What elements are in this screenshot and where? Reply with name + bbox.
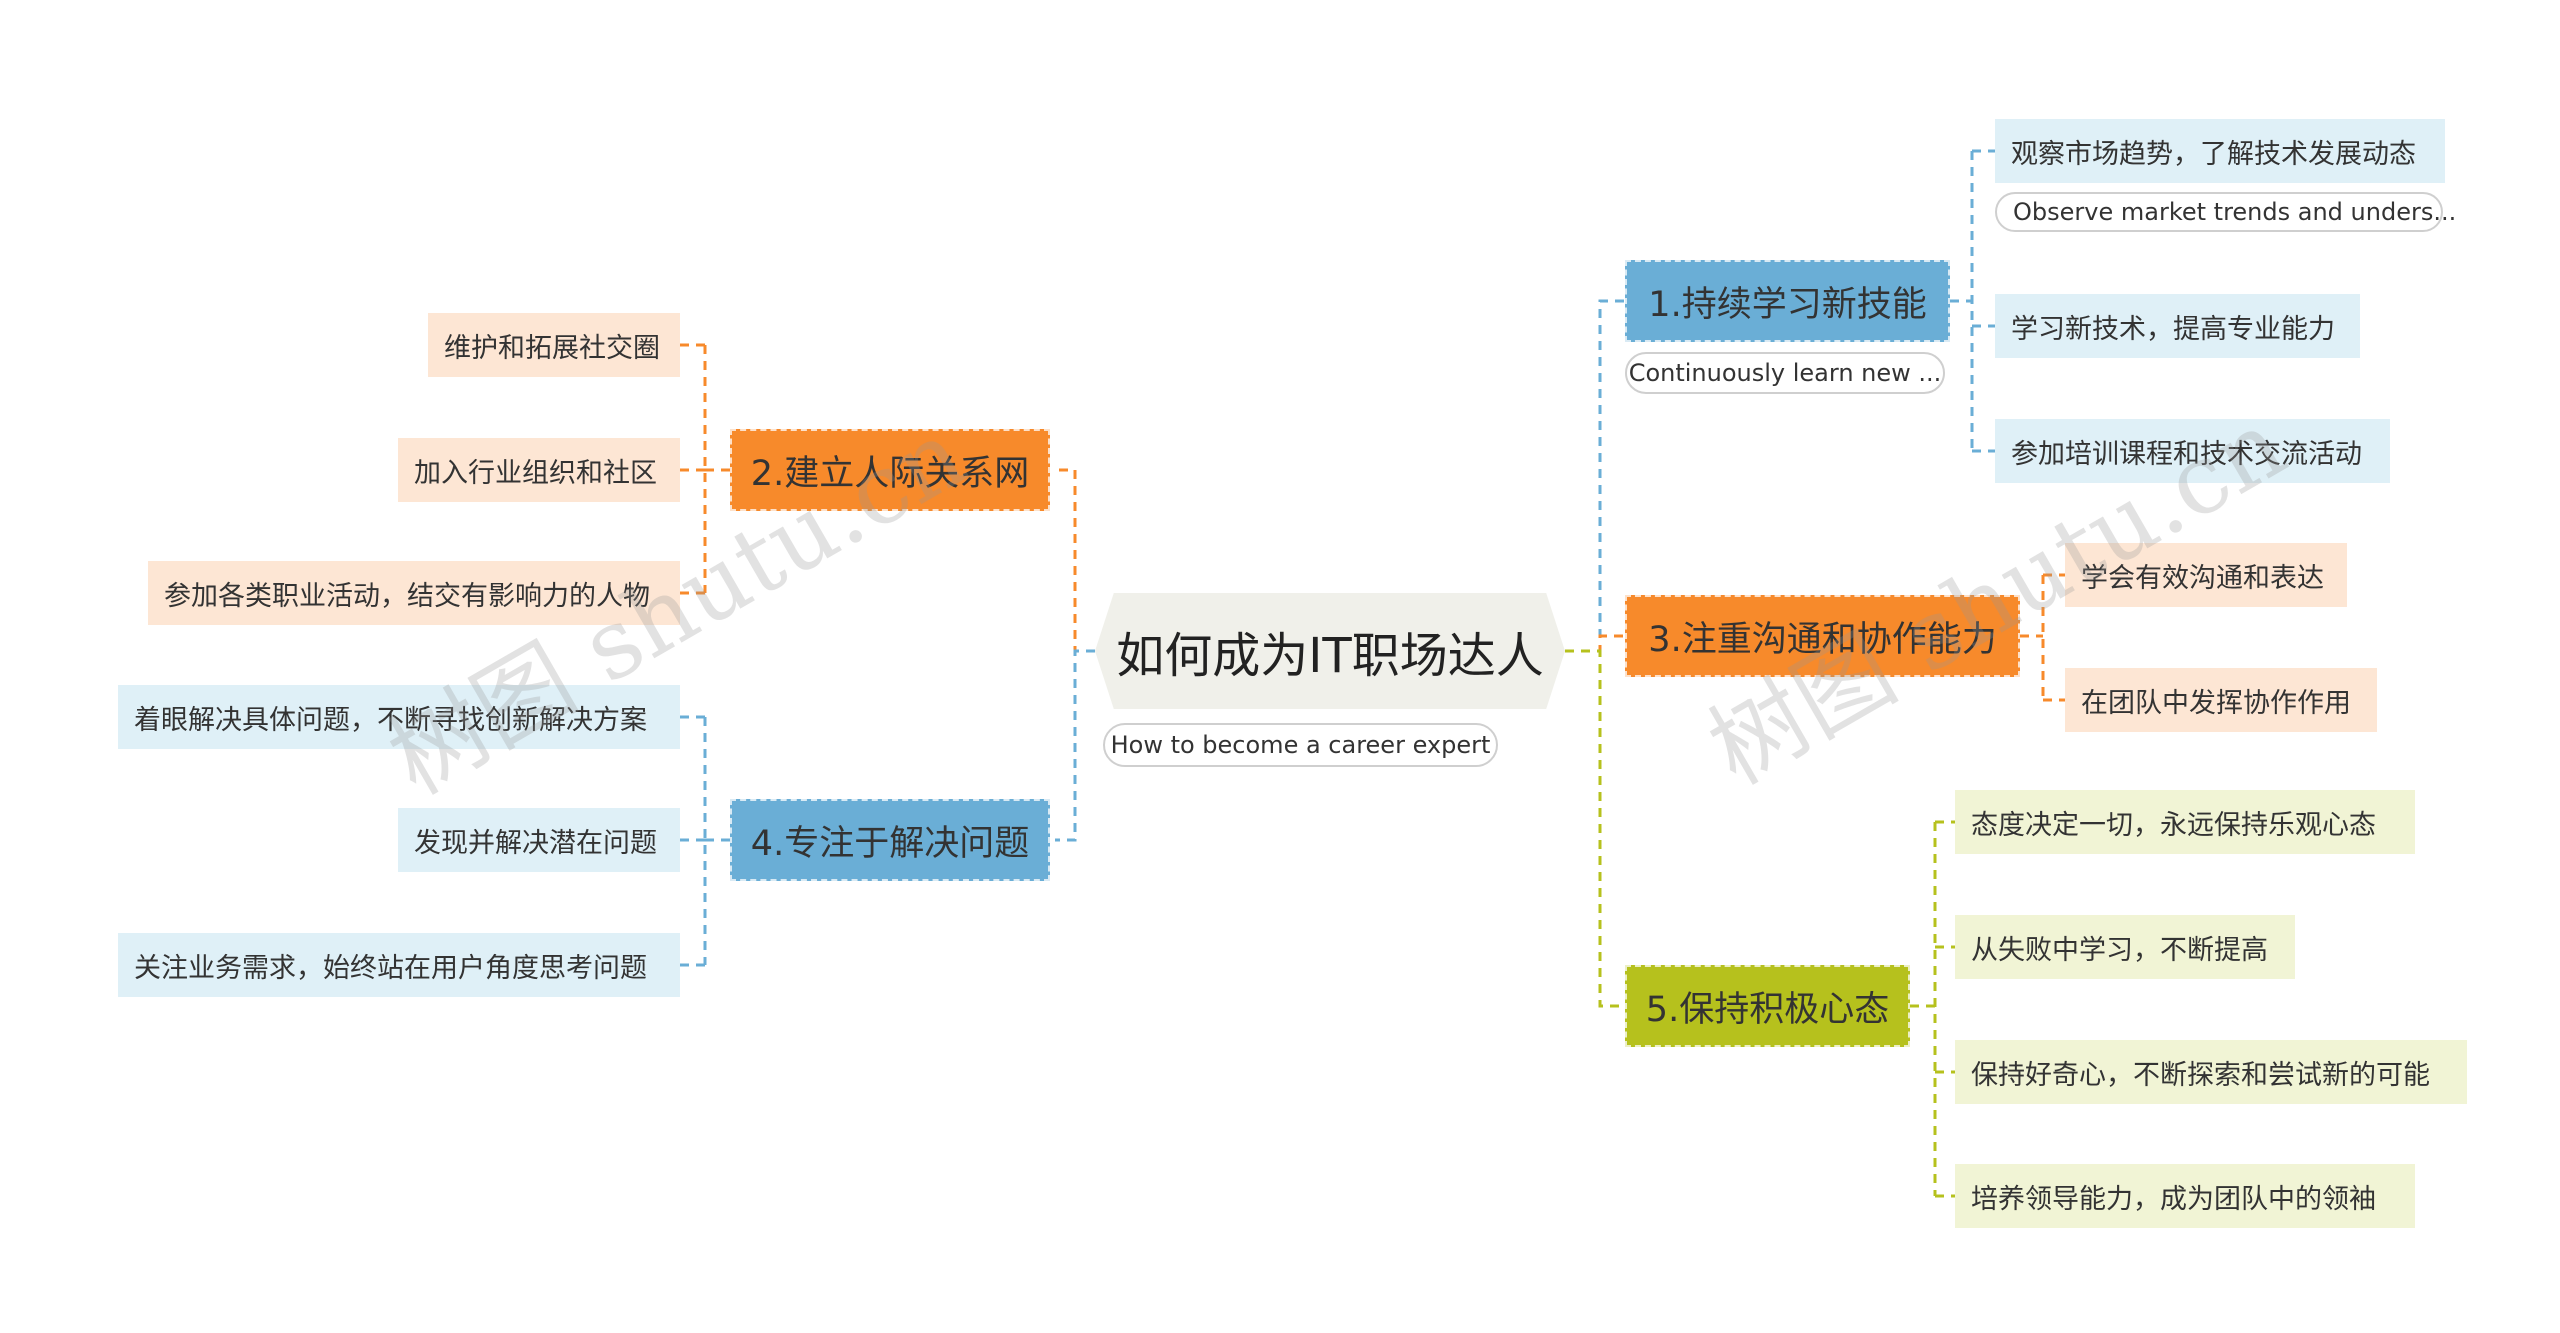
branch-2-item-1[interactable]: 维护和拓展社交圈 bbox=[428, 313, 680, 377]
link-center-b2 bbox=[1055, 468, 1095, 653]
branch-1-item-1[interactable]: 观察市场趋势，了解技术发展动态 bbox=[1995, 119, 2445, 183]
branch-5-item-2[interactable]: 从失败中学习，不断提高 bbox=[1955, 915, 2295, 979]
branch-2-item-3[interactable]: 参加各类职业活动，结交有影响力的人物 bbox=[148, 561, 680, 625]
branch-4-item-3[interactable]: 关注业务需求，始终站在用户角度思考问题 bbox=[118, 933, 680, 997]
link-b5-leaves bbox=[1910, 820, 1955, 1198]
branch-4-node[interactable]: 4.专注于解决问题 bbox=[730, 799, 1050, 881]
branch-5-item-3[interactable]: 保持好奇心，不断探索和尝试新的可能 bbox=[1955, 1040, 2467, 1104]
branch-1-item-2[interactable]: 学习新技术，提高专业能力 bbox=[1995, 294, 2360, 358]
link-center-b5 bbox=[1565, 649, 1625, 1008]
link-center-b4 bbox=[1055, 649, 1095, 842]
branch-3-item-1[interactable]: 学会有效沟通和表达 bbox=[2065, 543, 2347, 607]
branch-4-item-1[interactable]: 着眼解决具体问题，不断寻找创新解决方案 bbox=[118, 685, 680, 749]
central-topic-note[interactable]: How to become a career expert bbox=[1103, 723, 1498, 767]
branch-3-item-2[interactable]: 在团队中发挥协作作用 bbox=[2065, 668, 2377, 732]
link-b2-leaves bbox=[680, 343, 730, 595]
branch-2-node[interactable]: 2.建立人际关系网 bbox=[730, 429, 1050, 511]
central-topic[interactable]: 如何成为IT职场达人 bbox=[1095, 593, 1565, 709]
branch-5-item-1[interactable]: 态度决定一切，永远保持乐观心态 bbox=[1955, 790, 2415, 854]
link-center-b1 bbox=[1565, 299, 1625, 653]
branch-1-note[interactable]: Continuously learn new ... bbox=[1625, 352, 1945, 394]
branch-1-item-3[interactable]: 参加培训课程和技术交流活动 bbox=[1995, 419, 2390, 483]
branch-4-item-2[interactable]: 发现并解决潜在问题 bbox=[398, 808, 680, 872]
link-b4-leaves bbox=[680, 715, 730, 967]
link-center-b3 bbox=[1565, 634, 1625, 653]
link-b1-leaves bbox=[1950, 149, 1995, 453]
branch-3-node[interactable]: 3.注重沟通和协作能力 bbox=[1625, 595, 2020, 677]
branch-1-item-1-note[interactable]: Observe market trends and unders... bbox=[1995, 192, 2456, 232]
branch-5-item-4[interactable]: 培养领导能力，成为团队中的领袖 bbox=[1955, 1164, 2415, 1228]
branch-1-node[interactable]: 1.持续学习新技能 bbox=[1625, 260, 1950, 342]
link-b3-leaves bbox=[2020, 573, 2065, 702]
branch-2-item-2[interactable]: 加入行业组织和社区 bbox=[398, 438, 680, 502]
branch-5-node[interactable]: 5.保持积极心态 bbox=[1625, 965, 1910, 1047]
